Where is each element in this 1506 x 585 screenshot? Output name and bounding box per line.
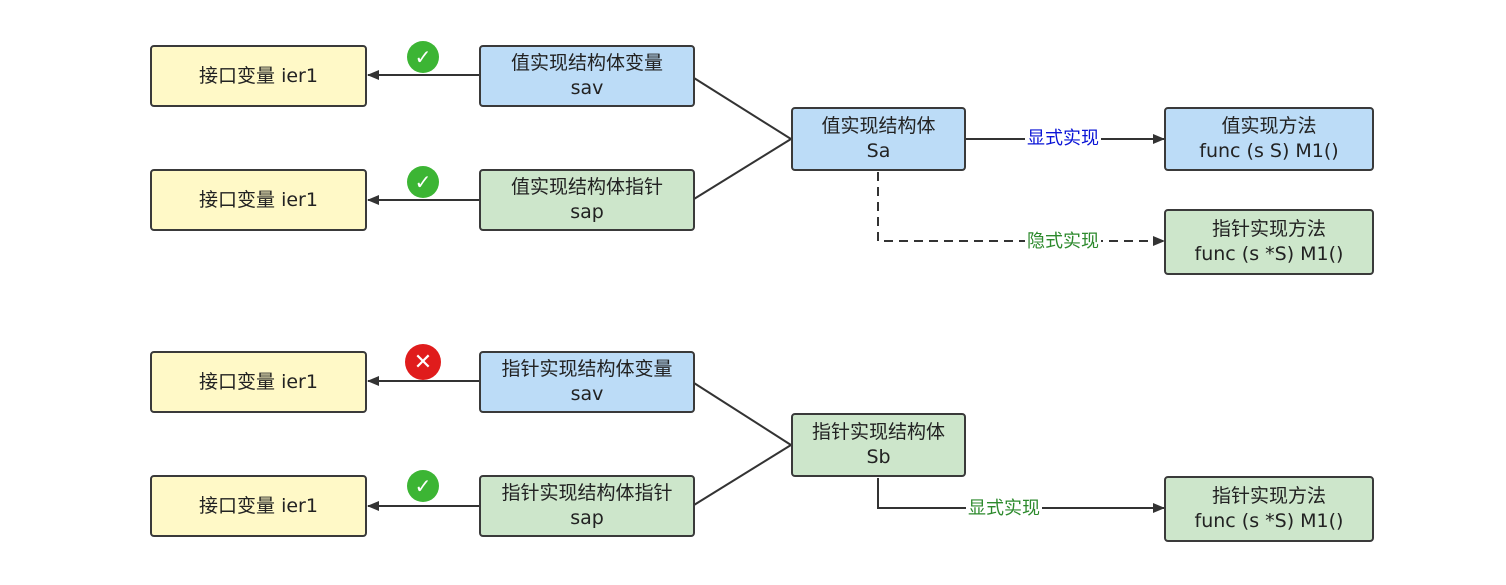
value-struct-ptr-box: 值实现结构体指针 sap [479, 169, 695, 231]
box-subtitle: func (s *S) M1() [1194, 243, 1344, 265]
box-subtitle: Sb [866, 446, 891, 468]
value-method-box: 值实现方法 func (s S) M1() [1164, 107, 1374, 171]
interface-var-box: 接口变量 ier1 [150, 45, 367, 107]
interface-var-box: 接口变量 ier1 [150, 351, 367, 413]
box-subtitle: sap [570, 507, 604, 529]
box-subtitle: func (s S) M1() [1199, 140, 1339, 162]
interface-var-box: 接口变量 ier1 [150, 169, 367, 231]
box-label: 接口变量 ier1 [199, 370, 318, 393]
value-struct-var-box: 值实现结构体变量 sav [479, 45, 695, 107]
edge-sap-to-struct-b [693, 444, 792, 506]
box-title: 指针实现结构体变量 [501, 358, 673, 380]
explicit-impl-label: 显式实现 [1025, 128, 1101, 150]
pointer-struct-var-box: 指针实现结构体变量 sav [479, 351, 695, 413]
box-label: 接口变量 ier1 [199, 188, 318, 211]
box-title: 值实现结构体指针 [510, 176, 663, 198]
box-title: 值实现结构体 [821, 115, 936, 137]
box-subtitle: sav [570, 383, 604, 405]
box-title: 指针实现结构体 [811, 421, 945, 443]
box-title: 值实现方法 [1221, 115, 1317, 137]
interface-var-box: 接口变量 ier1 [150, 475, 367, 537]
edge-sav-to-struct-b [693, 382, 792, 446]
box-label: 接口变量 ier1 [199, 494, 318, 517]
cross-icon: ✕ [405, 344, 441, 380]
box-subtitle: sav [570, 77, 604, 99]
box-title: 值实现结构体变量 [510, 52, 663, 74]
box-title: 指针实现结构体指针 [501, 482, 673, 504]
pointer-method-box: 指针实现方法 func (s *S) M1() [1164, 476, 1374, 542]
explicit-impl-label: 显式实现 [966, 498, 1042, 520]
pointer-struct-ptr-box: 指针实现结构体指针 sap [479, 475, 695, 537]
box-title: 指针实现方法 [1211, 218, 1326, 240]
check-icon: ✓ [407, 41, 439, 73]
pointer-struct-box: 指针实现结构体 Sb [791, 413, 966, 477]
check-icon: ✓ [407, 166, 439, 198]
box-subtitle: func (s *S) M1() [1194, 510, 1344, 532]
box-title: 指针实现方法 [1211, 485, 1326, 507]
box-subtitle: Sa [866, 140, 891, 162]
implicit-impl-label: 隐式实现 [1025, 231, 1101, 253]
box-subtitle: sap [570, 201, 604, 223]
pointer-method-box: 指针实现方法 func (s *S) M1() [1164, 209, 1374, 275]
edge-sap-to-struct [693, 138, 792, 200]
edge-struct-explicit-b [877, 478, 1165, 513]
box-label: 接口变量 ier1 [199, 64, 318, 87]
check-icon: ✓ [407, 470, 439, 502]
value-struct-box: 值实现结构体 Sa [791, 107, 966, 171]
edge-struct-implicit [877, 172, 1165, 246]
edge-sav-to-struct [693, 77, 792, 140]
